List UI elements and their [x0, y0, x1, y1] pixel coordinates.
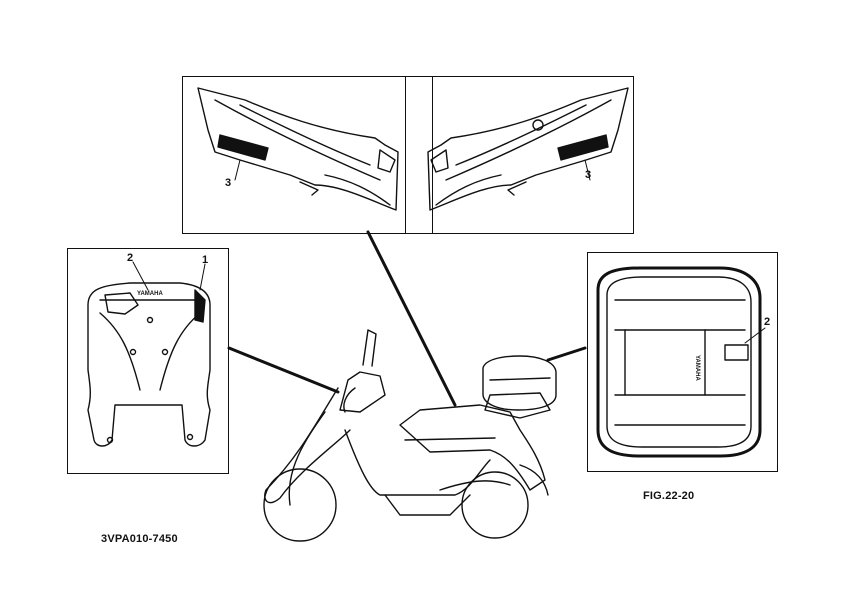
front-cover-emblem-text: YAMAHA — [137, 291, 163, 297]
side-cover-right-outline — [427, 87, 629, 211]
seat-body — [399, 404, 546, 491]
top-case-outer — [596, 266, 762, 458]
floorboard — [344, 429, 491, 496]
front-cover-emblem-1 — [194, 289, 206, 323]
headlight-cowl — [339, 371, 386, 413]
mirror — [362, 329, 377, 367]
side-cover-left-panel — [182, 76, 433, 234]
hole-2 — [129, 348, 137, 356]
scooter-top-case — [482, 355, 557, 411]
side-cover-right-drawing — [427, 87, 629, 211]
top-case-emblem-plate — [724, 344, 749, 361]
side-cover-right-knob — [532, 119, 544, 131]
front-wheel — [263, 468, 337, 542]
side-cover-left-outline — [197, 87, 399, 211]
leader-line-side-covers — [366, 230, 457, 407]
front-fork — [288, 411, 326, 506]
fastener-left — [106, 436, 114, 444]
top-case-drawing — [596, 266, 766, 458]
scooter-outline — [263, 329, 557, 542]
front-cover-grille — [104, 292, 139, 315]
side-cover-right-emblem — [557, 134, 609, 161]
hole-3 — [161, 348, 169, 356]
callout-2-front-cover: 2 — [127, 252, 134, 264]
front-cover-drawing — [87, 261, 211, 447]
top-case-panel — [587, 252, 778, 472]
rear-wheel — [461, 471, 529, 539]
callout-1-front-cover: 1 — [202, 254, 209, 266]
front-cover-outline — [87, 282, 211, 447]
callout-2-top-case: 2 — [764, 316, 771, 328]
front-cover-panel — [67, 248, 229, 474]
side-cover-right-panel — [405, 76, 634, 234]
callout-3-left-side: 3 — [225, 177, 232, 189]
hole-1 — [146, 316, 154, 324]
side-cover-left-emblem — [217, 134, 269, 161]
leader-line-front-cover — [227, 346, 340, 394]
rear-carrier — [484, 392, 551, 419]
side-cover-left-drawing — [197, 87, 399, 211]
part-code: 3VPA010-7450 — [101, 533, 178, 545]
fastener-right — [186, 433, 194, 441]
callout-3-right-side: 3 — [585, 169, 592, 181]
leader-lines — [227, 230, 587, 407]
leader-line-rear-box — [546, 346, 587, 362]
figure-label: FIG.22-20 — [643, 490, 695, 502]
top-case-emblem-text: YAMAHA — [694, 355, 700, 381]
